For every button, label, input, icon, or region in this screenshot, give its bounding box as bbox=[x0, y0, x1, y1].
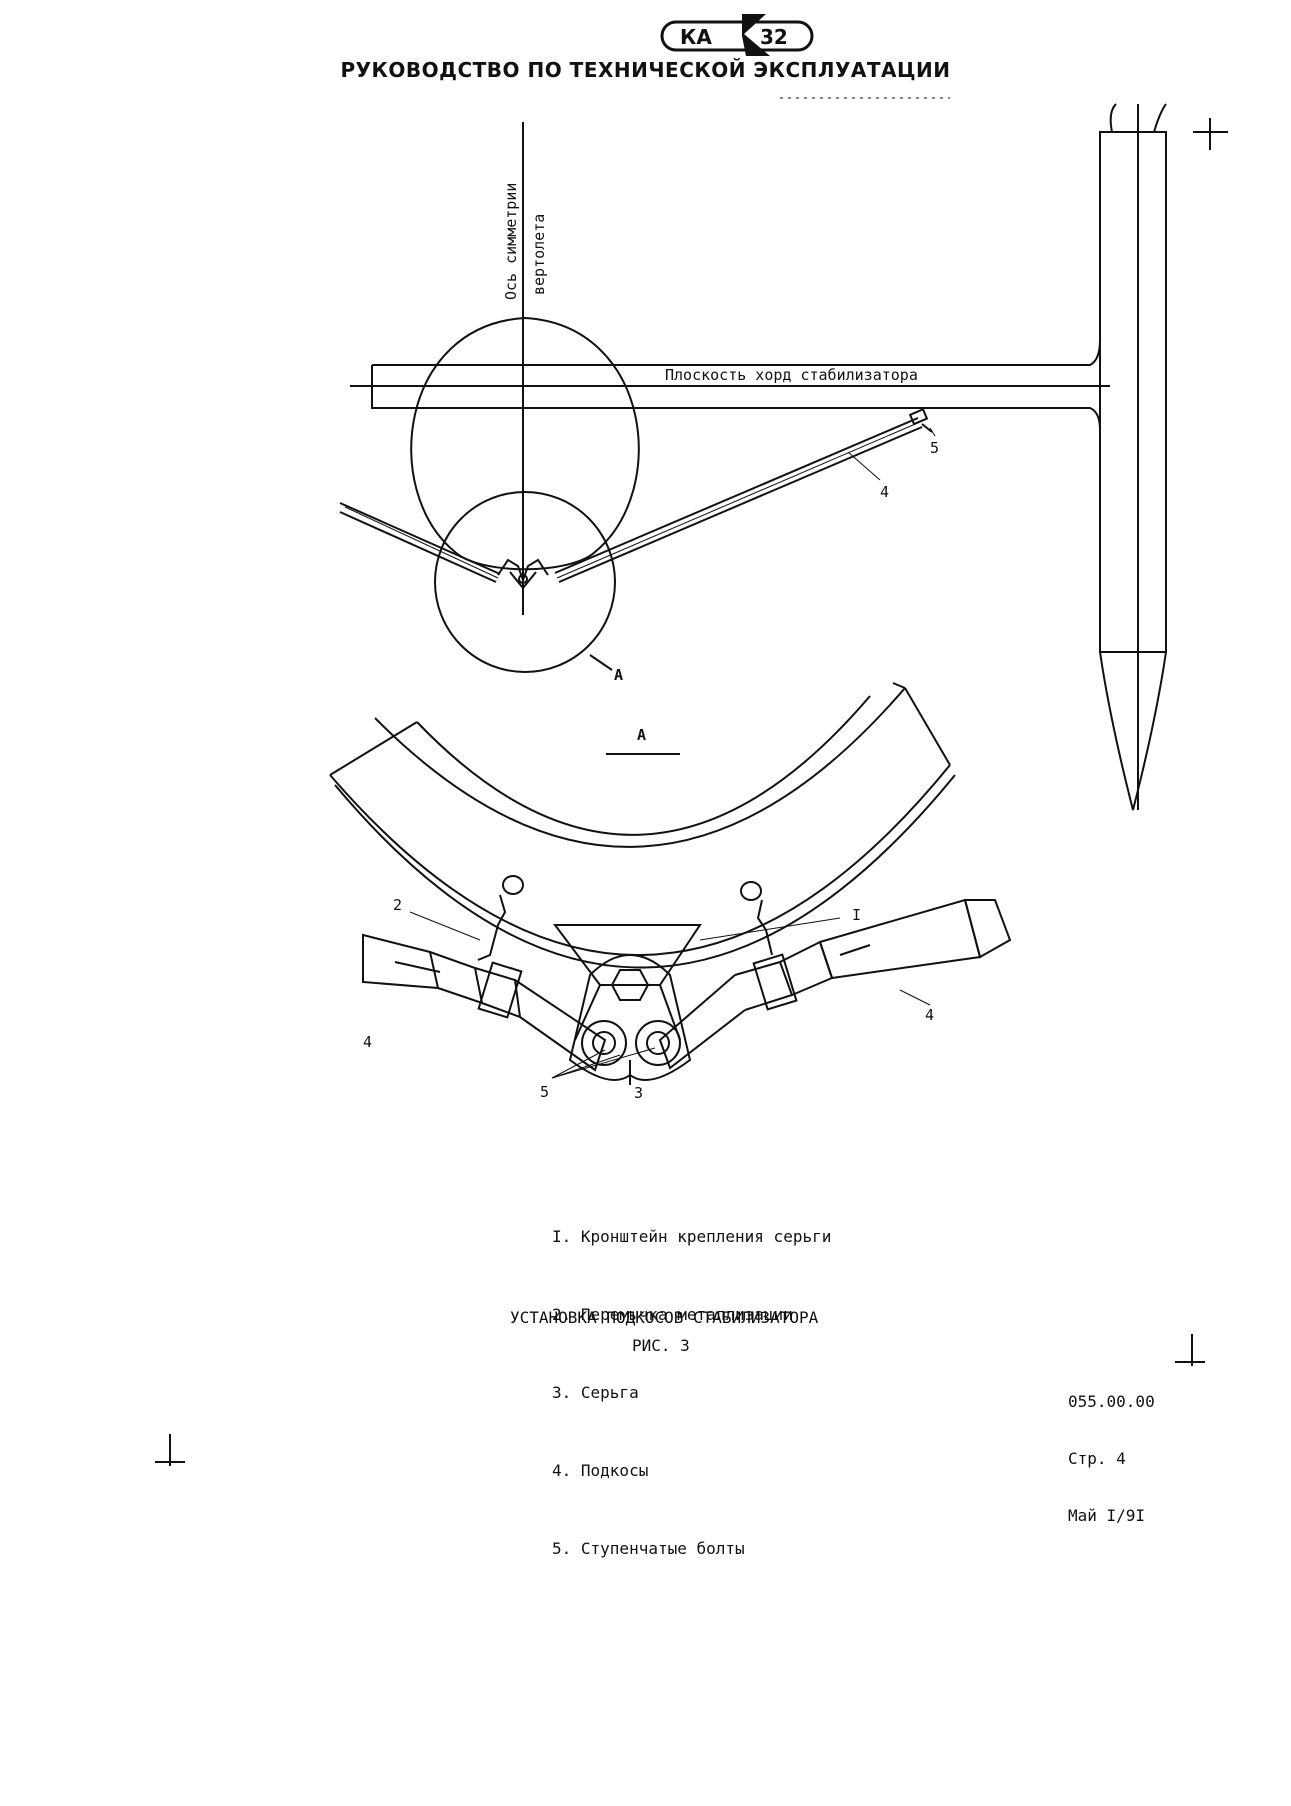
callout-5-top: 5 bbox=[930, 439, 939, 457]
callout-4-top-leader bbox=[847, 451, 881, 481]
lug-right bbox=[740, 881, 773, 956]
view-marker-a: А bbox=[614, 666, 623, 684]
left-strut bbox=[339, 502, 501, 583]
legend-item-2: 2. Перемычка металлизации bbox=[552, 1305, 793, 1324]
callout-i-leader bbox=[699, 917, 841, 941]
callout-4-top: 4 bbox=[880, 483, 889, 501]
earring-bracket bbox=[553, 924, 702, 1041]
view-title-a: А bbox=[637, 726, 646, 744]
axis-label-1: Ось симметрии bbox=[502, 183, 520, 300]
view-a-arc bbox=[329, 682, 956, 969]
detail-circle-a bbox=[434, 491, 616, 673]
figure-caption: УСТАНОВКА ПОДКОСОВ СТАБИЛИЗАТОРА bbox=[510, 1308, 819, 1327]
earring bbox=[568, 954, 692, 1085]
right-strut bbox=[554, 408, 933, 583]
crop-mark-bottom-left bbox=[155, 1434, 185, 1466]
callout-4-right: 4 bbox=[925, 1006, 934, 1024]
callout-5-top-leader bbox=[929, 427, 936, 437]
logo-left-text: КА bbox=[680, 25, 712, 49]
stabilizer-side-view bbox=[1099, 103, 1167, 811]
callout-3: 3 bbox=[634, 1084, 643, 1102]
crop-mark-mid-right bbox=[1175, 1334, 1205, 1366]
doc-code: 055.00.00 bbox=[1068, 1392, 1155, 1411]
callout-2: 2 bbox=[393, 896, 402, 914]
callout-2-leader bbox=[409, 911, 481, 941]
legend: I. Кронштейн крепления серьги 2. Перемыч… bbox=[552, 1172, 831, 1588]
doc-page: Стр. 4 bbox=[1068, 1449, 1126, 1468]
callout-5-bottom: 5 bbox=[540, 1083, 549, 1101]
legend-item-3: 3. Серьга bbox=[552, 1383, 639, 1402]
strut-bracket bbox=[497, 558, 549, 590]
axis-label-2: вертолета bbox=[530, 214, 548, 295]
logo-right-text: 32 bbox=[760, 25, 788, 49]
callout-5-bottom-leaders bbox=[551, 1047, 656, 1079]
legend-item-4: 4. Подкосы bbox=[552, 1461, 649, 1480]
doc-info: 055.00.00 Стр. 4 Май I/9I bbox=[1068, 1354, 1155, 1544]
legend-item-1: I. Кронштейн крепления серьги bbox=[552, 1227, 832, 1246]
callout-i: I bbox=[852, 906, 861, 924]
crop-mark-top-right bbox=[1193, 118, 1228, 150]
fuselage-section bbox=[410, 316, 640, 571]
legend-item-5: 5. Ступенчатые болты bbox=[552, 1539, 745, 1558]
callout-4-right-leader bbox=[899, 989, 931, 1006]
chord-plane-label: Плоскость хорд стабилизатора bbox=[665, 366, 918, 384]
right-strut-lower bbox=[658, 898, 1012, 1070]
doc-date: Май I/9I bbox=[1068, 1506, 1146, 1525]
lug-left bbox=[477, 875, 524, 961]
left-strut-lower bbox=[362, 933, 607, 1072]
page-title: РУКОВОДСТВО ПО ТЕХНИЧЕСКОЙ ЭКСПЛУАТАЦИИ bbox=[340, 58, 951, 82]
figure-number: РИС. 3 bbox=[632, 1336, 690, 1355]
callout-4-left: 4 bbox=[363, 1033, 372, 1051]
